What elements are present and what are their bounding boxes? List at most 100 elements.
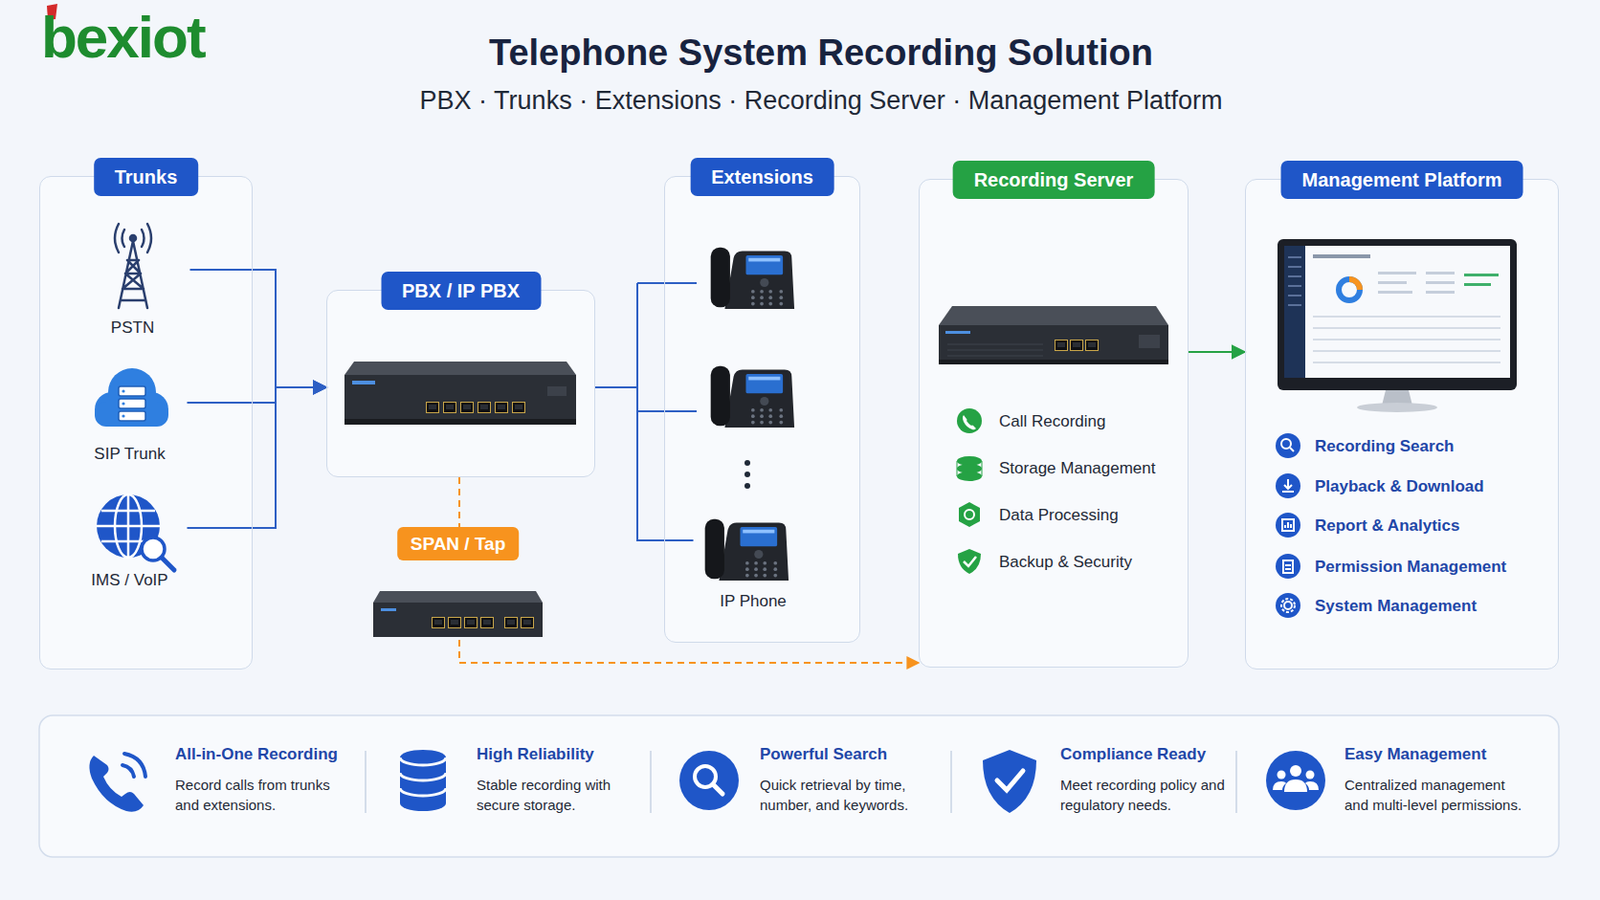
recording-server-device-part — [1086, 340, 1099, 352]
tap-device-part — [505, 618, 518, 629]
panel-box: Recording ServerCall RecordingStorage Ma… — [918, 178, 1189, 668]
pstn-tower-part — [114, 223, 152, 253]
feature-shield-icon-part — [982, 750, 1037, 814]
ip-phones-part — [711, 247, 795, 310]
recording-server-device-part — [945, 331, 971, 334]
mgmt-item-icons-part — [1281, 599, 1295, 613]
connector — [595, 387, 694, 541]
feature-people-icon-part — [1284, 779, 1308, 793]
feature-people-icon-part — [1272, 765, 1319, 793]
panel-box: TrunksPSTNSIP TrunkIMS / VoIP — [39, 176, 253, 670]
mgmt-item-icons-part — [1283, 560, 1293, 574]
feature-database-icon — [400, 750, 446, 812]
monitor-part — [1312, 315, 1501, 318]
rec-item-icons-part — [956, 408, 982, 434]
feature-phone-icon-part — [88, 755, 144, 813]
monitor-part — [1288, 294, 1302, 297]
ip-phones-part — [711, 366, 795, 428]
monitor-part — [1312, 361, 1501, 364]
pbx-device-part — [478, 402, 491, 414]
monitor-part — [1464, 283, 1491, 287]
ip-phones-part — [744, 460, 751, 489]
ip-phones-part — [744, 483, 751, 489]
mgmt-item-icons-part — [1275, 593, 1301, 619]
monitor-part — [1312, 350, 1501, 353]
monitor-part — [1312, 315, 1501, 364]
sip-cloud-part — [121, 401, 125, 405]
tap-device-part — [521, 618, 534, 629]
rec-item-icons-part — [956, 461, 982, 477]
panel-box: Management PlatformRecording SearchPlayb… — [1244, 178, 1559, 670]
device-box: SIP Trunk — [72, 363, 188, 466]
mgmt-item-icons-part — [1281, 439, 1291, 449]
feature-band-part — [364, 751, 367, 814]
feature-band-part — [39, 715, 1559, 858]
pbx-device-part — [344, 375, 577, 422]
feature-title: Powerful Search — [759, 745, 888, 765]
rec-item-icons-part — [962, 415, 977, 430]
connector — [187, 387, 328, 403]
sip-cloud-part — [121, 389, 125, 393]
tap-device — [373, 591, 543, 638]
monitor-part — [1312, 254, 1371, 259]
monitor-part — [1349, 279, 1360, 290]
panel-box: PBX / IP PBX — [326, 289, 596, 478]
tap-device-part — [373, 602, 543, 638]
rec-item-icons-part — [956, 471, 982, 482]
mgmt-item-icons-part — [1284, 601, 1292, 610]
node-label: SIP Trunk — [72, 444, 188, 466]
mgmt-item-icons-part — [1282, 519, 1294, 532]
feature-phone-icon-part — [122, 754, 146, 778]
monitor-part — [1288, 275, 1302, 278]
pbx-device-part — [444, 402, 457, 414]
feature-item: Report & Analytics — [1314, 515, 1460, 537]
feature-phone-icon-part — [124, 754, 146, 778]
recording-server-device-part — [947, 344, 1044, 356]
pbx-device-part — [344, 361, 577, 376]
mgmt-item-icons-part — [1285, 522, 1291, 529]
tap-device-part — [432, 618, 445, 629]
pbx-device-part — [426, 402, 440, 414]
brand-logo: bexiot — [41, 7, 205, 67]
feature-title: All-in-One Recording — [175, 745, 338, 765]
monitor-part — [1425, 281, 1455, 285]
feature-item: Storage Management — [999, 458, 1156, 480]
feature-item: Playback & Download — [1314, 476, 1485, 498]
device-box: PSTN — [75, 229, 191, 339]
panel-box: ExtensionsIP Phone — [664, 176, 861, 644]
rec-item-icons — [956, 408, 982, 575]
feature-text: Meet recording policy and regulatory nee… — [1060, 775, 1233, 816]
mgmt-item-icons-part — [1275, 512, 1301, 538]
rec-item-icons-part — [957, 549, 981, 575]
rec-item-icons-part — [964, 510, 975, 520]
feature-band — [39, 715, 1559, 858]
section-heading: Management Platform — [1281, 160, 1524, 200]
feature-item: Recording Search — [1314, 436, 1455, 458]
panel-grounds — [39, 176, 1559, 670]
monitor-part — [1464, 273, 1499, 287]
tap-device-part — [481, 618, 494, 629]
feature-item: Data Processing — [999, 505, 1119, 527]
feature-title: Easy Management — [1344, 745, 1487, 765]
monitor-part — [1288, 256, 1302, 259]
feature-people-icon-part — [1305, 781, 1319, 791]
feature-shield-icon-part — [997, 771, 1023, 791]
mgmt-item-icons-part — [1275, 473, 1301, 499]
recording-server-device-part — [938, 325, 1169, 362]
monitor-part — [1312, 327, 1501, 330]
recording-server-device-part — [947, 344, 1044, 356]
feature-band-part — [1235, 751, 1238, 814]
section-heading: Trunks — [93, 157, 200, 197]
monitor — [1277, 239, 1517, 413]
recording-server-device-part — [938, 306, 1169, 326]
mgmt-item-icons-part — [1285, 565, 1291, 570]
device-box: IP Phone — [693, 507, 814, 613]
feature-title: Compliance Ready — [1060, 745, 1206, 765]
sip-cloud-part — [118, 386, 146, 422]
tap-device-part — [373, 591, 543, 603]
tap-device-part — [448, 618, 462, 629]
pbx-device-part — [547, 386, 567, 397]
sip-cloud-part — [118, 386, 146, 397]
section-heading: Extensions — [689, 157, 835, 197]
